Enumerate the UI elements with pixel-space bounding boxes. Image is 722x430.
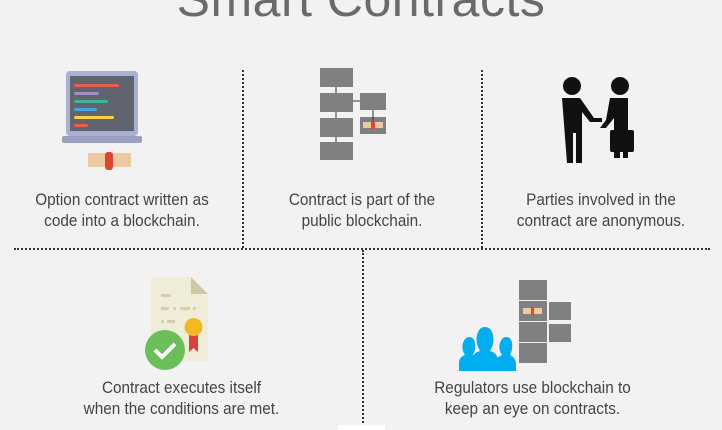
divider	[362, 250, 364, 430]
handshake-icon	[562, 77, 634, 163]
caption-line: code into a blockchain.	[44, 211, 200, 230]
caption-line: Contract is part of the	[288, 190, 436, 209]
caption: Regulators use blockchain to keep an eye…	[400, 377, 666, 419]
caption-line: contract are anonymous.	[516, 211, 686, 230]
blockchain-icon	[320, 68, 386, 160]
divider	[481, 70, 483, 248]
certificate-check-icon	[145, 277, 208, 370]
caption-line: Option contract written as	[35, 190, 209, 209]
caption-line: Contract executes itself	[101, 378, 262, 397]
divider	[14, 248, 710, 250]
page-title: Smart Contracts	[0, 0, 722, 28]
regulators-blockchain-icon	[459, 280, 571, 371]
caption-line: keep an eye on contracts.	[444, 399, 621, 418]
caption: Option contract written as code into a b…	[14, 189, 230, 231]
caption-line: when the conditions are met.	[83, 399, 280, 418]
footer-tab	[338, 425, 385, 430]
divider	[242, 70, 244, 248]
caption-line: public blockchain.	[301, 211, 423, 230]
caption: Contract executes itself when the condit…	[54, 377, 309, 419]
caption: Parties involved in the contract are ano…	[493, 189, 709, 231]
caption: Contract is part of the public blockchai…	[254, 189, 470, 231]
laptop-code-icon	[62, 71, 142, 170]
caption-line: Parties involved in the	[526, 190, 676, 209]
caption-line: Regulators use blockchain to	[434, 378, 631, 397]
